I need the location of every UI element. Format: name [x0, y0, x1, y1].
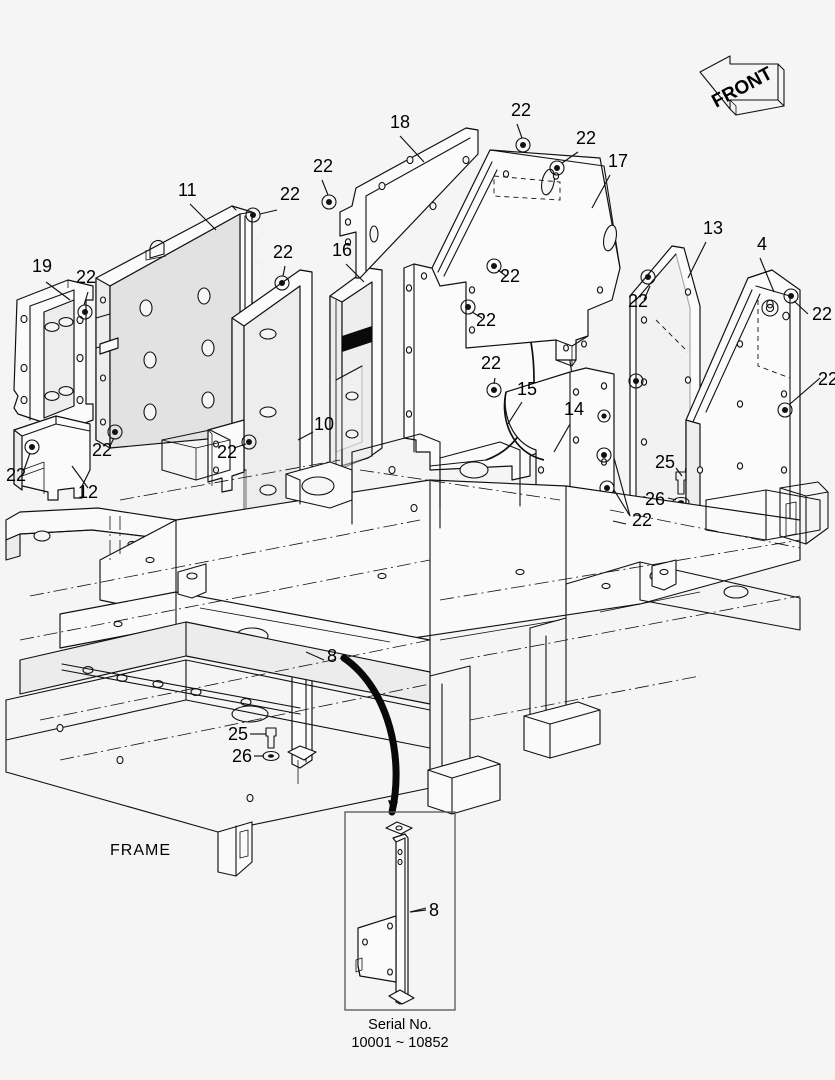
nut-22	[596, 447, 612, 463]
part-17-panel	[431, 149, 621, 367]
inset-pointer	[340, 654, 400, 816]
nut-22	[628, 373, 644, 389]
callout-22-h: 22	[818, 369, 835, 389]
nut-22	[597, 409, 611, 423]
callout-22-a: 22	[76, 267, 96, 287]
part-16-panel	[329, 267, 383, 469]
callout-22-b: 22	[280, 184, 300, 204]
callout-25-a: 25	[655, 452, 675, 472]
callout-18: 18	[390, 112, 410, 132]
nut-22	[321, 194, 337, 210]
nut-22	[515, 137, 531, 153]
callout-22-i: 22	[628, 291, 648, 311]
nut-22	[783, 288, 799, 304]
callout-8-a: 8	[327, 646, 337, 666]
part-13-panel	[629, 245, 701, 529]
nut-22	[245, 207, 261, 223]
nut-22	[24, 439, 40, 455]
callout-10: 10	[314, 414, 334, 434]
callout-22-k: 22	[476, 310, 496, 330]
callout-4: 4	[757, 234, 767, 254]
part-11-panel	[95, 205, 253, 449]
frame-assembly	[5, 429, 829, 877]
part-10-panel	[207, 269, 313, 513]
nut-22	[777, 402, 793, 418]
fastener-25-upper	[675, 471, 687, 495]
inset-caption-line2: 10001 ~ 10852	[351, 1035, 448, 1051]
callout-22-p: 22	[6, 465, 26, 485]
nut-22	[460, 299, 476, 315]
callout-22-l: 22	[481, 353, 501, 373]
nut-22	[241, 434, 257, 450]
callout-13: 13	[703, 218, 723, 238]
callout-14: 14	[564, 399, 584, 419]
nut-22	[549, 160, 565, 176]
callout-19: 19	[32, 256, 52, 276]
callout-11: 11	[178, 180, 197, 200]
nut-22	[77, 304, 93, 320]
nut-22	[486, 258, 502, 274]
callout-22-f: 22	[576, 128, 596, 148]
callout-22-j: 22	[500, 266, 520, 286]
callout-22-o: 22	[92, 440, 112, 460]
leader-lines	[23, 123, 821, 913]
callout-8-b: 8	[429, 900, 439, 920]
callout-12: 12	[78, 482, 98, 502]
callout-22-d: 22	[313, 156, 333, 176]
callout-15: 15	[517, 379, 537, 399]
callout-labels: 19 22 11 22 22 22 18 22 22 17 13 4 22 22…	[6, 100, 835, 920]
part-19-bracket	[13, 279, 94, 431]
frame-label: FRAME	[110, 842, 171, 859]
callout-17: 17	[608, 151, 628, 171]
fastener-25-lower	[265, 727, 277, 749]
part-18-panel	[339, 127, 479, 279]
inset-detail-box	[344, 811, 456, 1011]
callout-16: 16	[332, 240, 352, 260]
callout-26-b: 26	[232, 746, 252, 766]
inset-part-8	[355, 821, 415, 1005]
callout-22-g: 22	[812, 304, 832, 324]
nut-22	[107, 424, 123, 440]
callout-22-c: 22	[273, 242, 293, 262]
inset-caption-line1: Serial No.	[368, 1017, 432, 1033]
callout-26-a: 26	[645, 489, 665, 509]
fastener-group-22	[24, 137, 799, 529]
bolt-row	[82, 666, 252, 706]
callout-22-m: 22	[632, 510, 652, 530]
part-12-cover	[13, 415, 91, 501]
callout-22-n: 22	[217, 442, 237, 462]
nut-22	[274, 275, 290, 291]
callout-25-b: 25	[228, 724, 248, 744]
callout-22-e: 22	[511, 100, 531, 120]
nut-22	[640, 269, 656, 285]
